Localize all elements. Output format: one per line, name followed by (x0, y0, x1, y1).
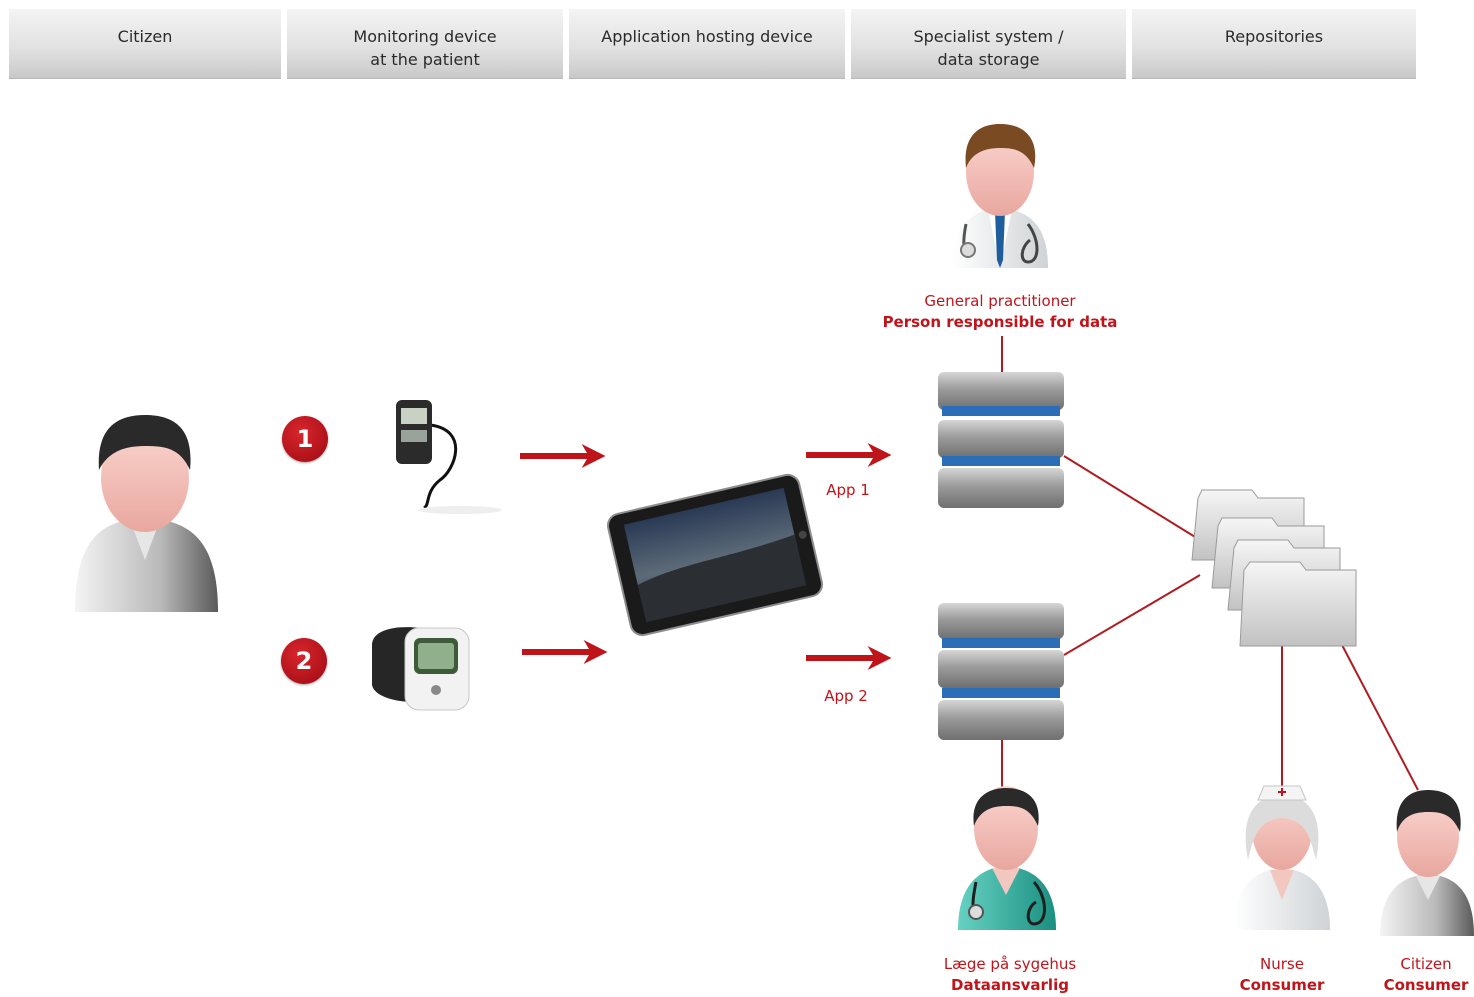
gp-role: Person responsible for data (882, 313, 1118, 331)
gp-label: General practitioner Person responsible … (883, 291, 1118, 333)
lane-application-hosting-label: Application hosting device (601, 27, 813, 46)
server-database-icon-app1 (938, 372, 1064, 508)
nurse-icon (1234, 785, 1330, 930)
lane-application-hosting: Application hosting device (569, 9, 845, 79)
lane-repositories-label: Repositories (1224, 27, 1324, 46)
lane-citizen: Citizen (9, 9, 281, 79)
nurse-name: Nurse (1260, 955, 1304, 973)
hospital-doctor-label: Læge på sygehus Dataansvarlig (944, 954, 1076, 996)
lane-repositories: Repositories (1132, 9, 1416, 79)
lane-specialist-system: Specialist system / data storage (851, 9, 1126, 79)
blood-pressure-monitor-icon (372, 627, 470, 711)
citizen-person-icon (75, 415, 218, 612)
step-2-badge: 2 (281, 638, 327, 684)
citizen-consumer-icon (1380, 790, 1474, 936)
nurse-label: Nurse Consumer (1240, 954, 1325, 996)
gp-name: General practitioner (924, 292, 1076, 310)
hospital-doctor-name: Læge på sygehus (943, 955, 1077, 973)
hospital-doctor-icon (958, 786, 1056, 930)
citizen-consumer-role: Consumer (1383, 976, 1469, 994)
step-1-badge: 1 (282, 416, 328, 462)
citizen-consumer-label: Citizen Consumer (1384, 954, 1469, 996)
connection-lines (1001, 336, 1419, 800)
lane-citizen-label: Citizen (117, 27, 173, 46)
tablet-icon (606, 473, 824, 637)
repository-folders-icon (1191, 489, 1357, 647)
glucose-meter-icon (396, 400, 502, 514)
lane-monitoring-device: Monitoring device at the patient (287, 9, 563, 79)
app2-label: App 2 (824, 687, 868, 705)
app1-label: App 1 (826, 481, 870, 499)
lane-specialist-system-label: Specialist system / data storage (913, 27, 1064, 69)
citizen-consumer-name: Citizen (1400, 955, 1452, 973)
lane-monitoring-device-label: Monitoring device at the patient (353, 27, 497, 69)
general-practitioner-icon (952, 124, 1048, 268)
hospital-doctor-role: Dataansvarlig (951, 976, 1069, 994)
server-database-icon-app2 (938, 603, 1064, 740)
nurse-role: Consumer (1239, 976, 1325, 994)
